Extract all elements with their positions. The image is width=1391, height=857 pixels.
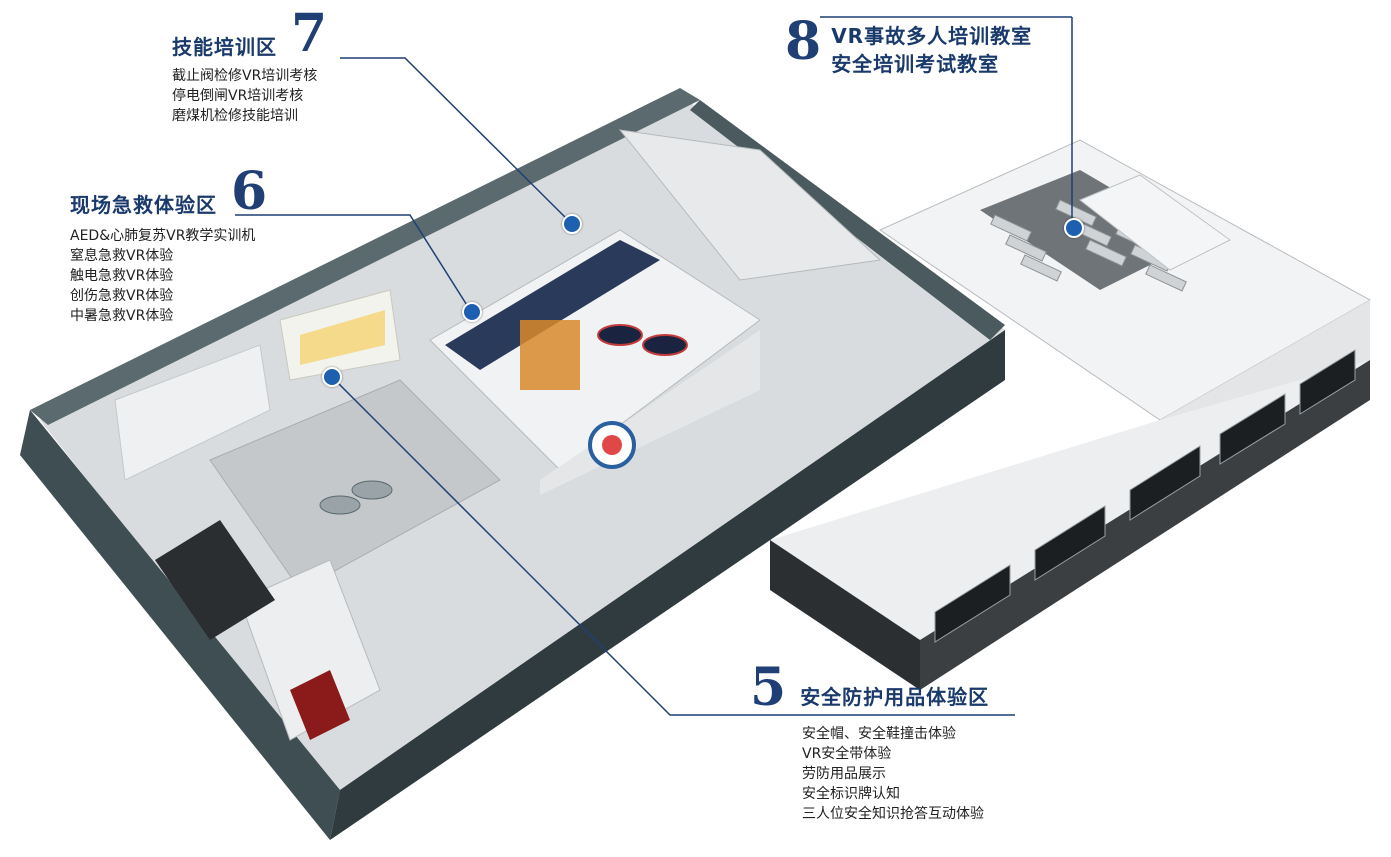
zone-8-title-line-2: 安全培训考试教室 <box>831 52 1000 76</box>
zone-8-marker[interactable] <box>1064 218 1084 238</box>
list-item: AED&心肺复苏VR教学实训机 <box>70 228 256 244</box>
zone-7-items: 截止阀检修VR培训考核 停电倒闸VR培训考核 磨煤机检修技能培训 <box>172 66 327 126</box>
list-item: 安全帽、安全鞋撞击体验 <box>802 726 956 742</box>
list-item: 安全标识牌认知 <box>802 786 900 802</box>
zone-6-title: 现场急救体验区 <box>70 193 217 217</box>
zone-6-marker[interactable] <box>462 302 482 322</box>
zone-8-title-line-1: VR事故多人培训教室 <box>831 24 1033 48</box>
zone-7-callout: 技能培训区 7 截止阀检修VR培训考核 停电倒闸VR培训考核 磨煤机检修技能培训 <box>172 8 327 126</box>
list-item: 截止阀检修VR培训考核 <box>172 68 318 84</box>
list-item: 三人位安全知识抢答互动体验 <box>802 806 984 822</box>
zone-6-callout: 现场急救体验区 6 AED&心肺复苏VR教学实训机 窒息急救VR体验 触电急救V… <box>70 166 267 326</box>
list-item: 停电倒闸VR培训考核 <box>172 88 304 104</box>
classroom-desks <box>990 199 1187 292</box>
main-building <box>20 88 1005 840</box>
zone-6-items: AED&心肺复苏VR教学实训机 窒息急救VR体验 触电急救VR体验 创伤急救VR… <box>70 226 267 326</box>
list-item: 中暑急救VR体验 <box>70 308 174 324</box>
zone-7-marker[interactable] <box>562 214 582 234</box>
zone-7-number: 7 <box>291 3 328 64</box>
zone-5-callout: 5 安全防护用品体验区 安全帽、安全鞋撞击体验 VR安全带体验 劳防用品展示 安… <box>750 662 989 824</box>
list-item: 劳防用品展示 <box>802 766 886 782</box>
zone-5-number: 5 <box>750 657 787 718</box>
zone-6-number: 6 <box>231 161 268 222</box>
zone-5-title: 安全防护用品体验区 <box>800 685 990 709</box>
list-item: 触电急救VR体验 <box>70 268 174 284</box>
zone-8-number: 8 <box>785 11 822 72</box>
zone-7-title: 技能培训区 <box>172 35 277 59</box>
list-item: 创伤急救VR体验 <box>70 288 174 304</box>
annex-building <box>770 139 1372 690</box>
zone-5-marker[interactable] <box>322 367 342 387</box>
list-item: 窒息急救VR体验 <box>70 248 174 264</box>
zone-8-callout: 8 VR事故多人培训教室 安全培训考试教室 <box>785 11 1033 78</box>
annex-windows <box>934 349 1356 643</box>
list-item: 磨煤机检修技能培训 <box>172 108 298 124</box>
leader-lines <box>235 16 1073 716</box>
zone-5-items: 安全帽、安全鞋撞击体验 VR安全带体验 劳防用品展示 安全标识牌认知 三人位安全… <box>802 724 989 824</box>
list-item: VR安全带体验 <box>802 746 892 762</box>
